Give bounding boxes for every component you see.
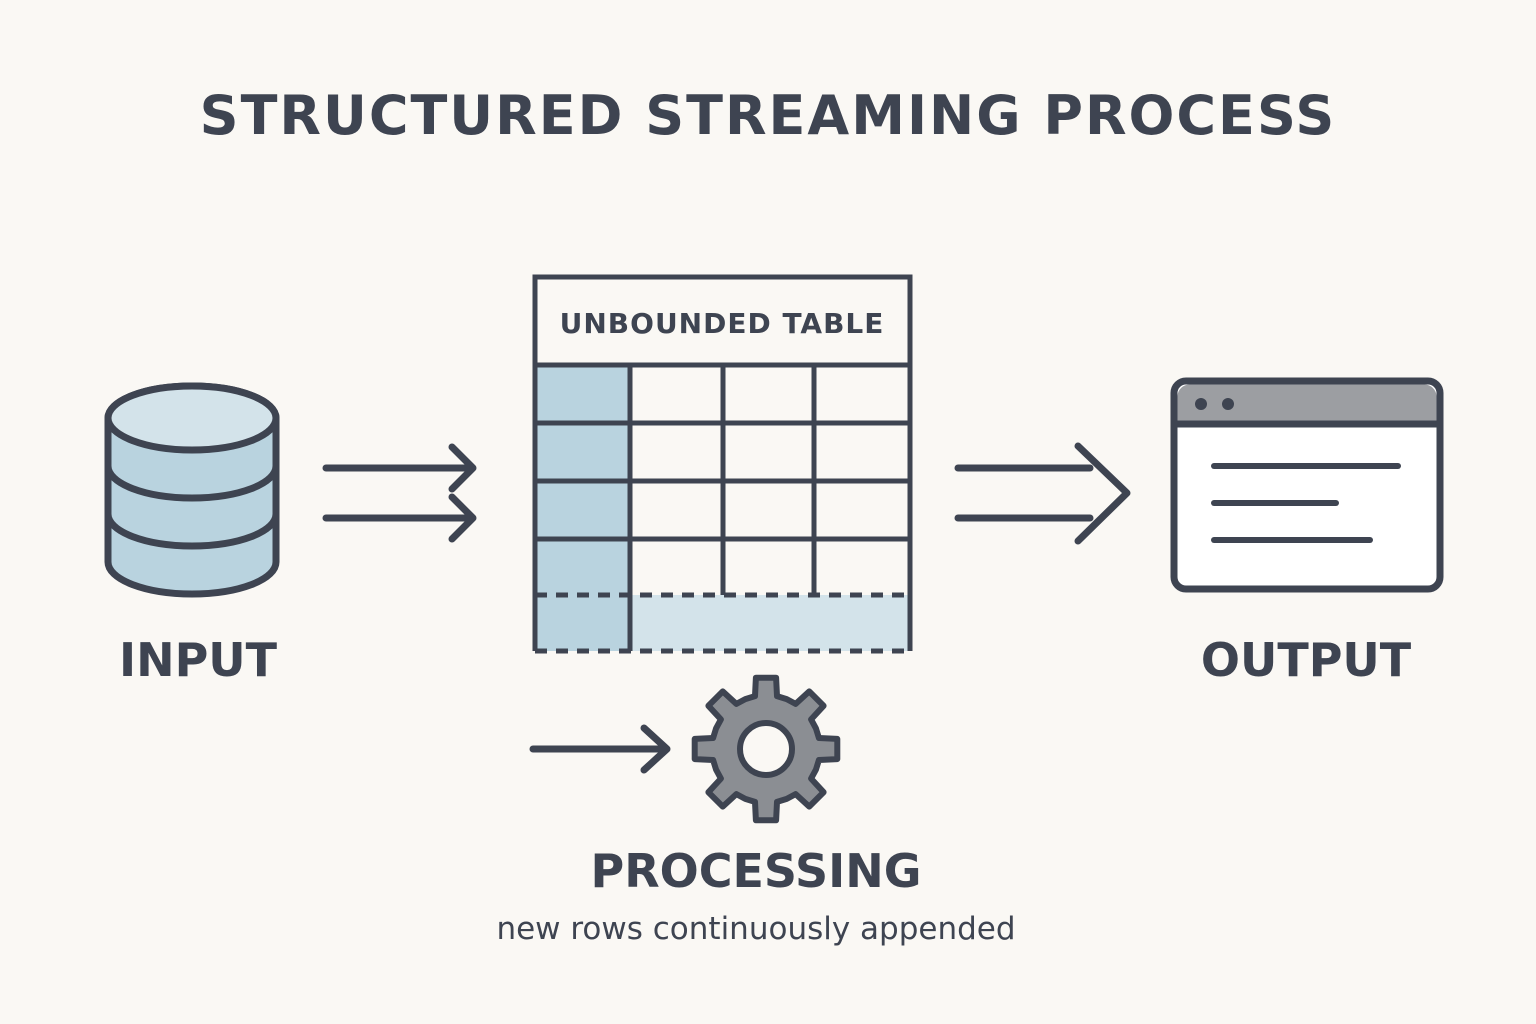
input-label: INPUT [119,633,278,687]
table-key-column [535,365,630,651]
output-arrow-icon [954,442,1131,545]
unbounded-table [532,274,913,654]
browser-window-icon [1170,377,1444,593]
gear-icon [691,674,841,824]
input-arrow-icon [322,443,477,543]
table-header: UNBOUNDED TABLE [560,307,885,340]
processing-caption: new rows continuously appended [496,911,1015,947]
processing-arrow-icon [529,724,671,774]
database-icon [104,382,280,598]
appended-row [630,595,909,651]
output-label: OUTPUT [1201,633,1412,687]
diagram-title: STRUCTURED STREAMING PROCESS [200,84,1337,147]
processing-label: PROCESSING [591,844,922,898]
